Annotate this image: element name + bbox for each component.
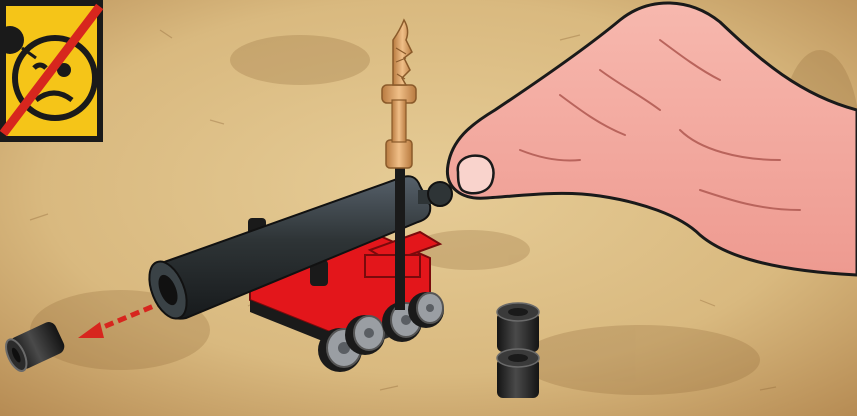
warning-badge bbox=[0, 0, 103, 142]
round-brick bbox=[497, 303, 539, 352]
wheel bbox=[345, 315, 385, 355]
spare-parts bbox=[497, 303, 539, 398]
wheel bbox=[408, 292, 444, 328]
thumbnail bbox=[458, 156, 494, 194]
round-brick bbox=[497, 349, 539, 398]
